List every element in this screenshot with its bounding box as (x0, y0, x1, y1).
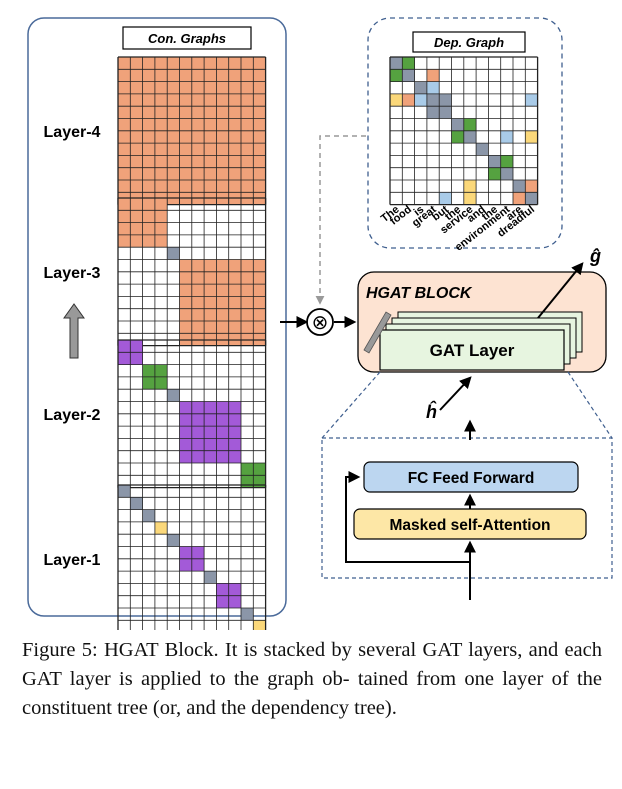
input-symbol: ĥ (426, 400, 437, 422)
figure-caption: Figure 5: HGAT Block. It is stacked by s… (22, 636, 602, 723)
dep-to-combine-connector (315, 135, 366, 305)
con-matrix-layer-4 (117, 56, 267, 206)
combine-operator-circle (306, 308, 334, 336)
con-block (167, 534, 180, 547)
layer-label: Layer-2 (44, 407, 101, 424)
con-block (142, 509, 155, 522)
gat-layer (379, 329, 565, 371)
dep-cell (402, 57, 415, 70)
dep-cell (500, 130, 513, 144)
dep-cell (463, 180, 477, 193)
dep-cell (439, 93, 452, 107)
masked-attention-label: Masked self-Attention (389, 517, 550, 534)
dep-cell (390, 69, 403, 82)
dep-cell (439, 192, 452, 205)
layer-label: Layer-4 (44, 124, 101, 141)
dep-cell (463, 192, 477, 205)
dep-cell (500, 155, 513, 168)
con-matrix-layer-3 (117, 197, 267, 347)
dep-cell (402, 93, 415, 107)
hgat-block-label: HGAT BLOCK (366, 285, 473, 302)
stack-direction-arrow (363, 311, 392, 354)
dep-cell (525, 93, 538, 107)
output-arrow (537, 262, 584, 319)
output-symbol: ĝ (589, 246, 601, 266)
dep-cell (426, 81, 440, 94)
dep-cell (525, 192, 538, 205)
dep-cell (390, 93, 403, 107)
dep-cell (451, 118, 464, 131)
dep-cell (476, 143, 489, 156)
con-block (154, 521, 168, 535)
con-matrix-layer-1 (117, 484, 267, 630)
fc-feed-forward-label: FC Feed Forward (408, 470, 535, 487)
fc-feed-forward-box (363, 461, 579, 493)
masked-attention-box (353, 508, 587, 540)
con-block (253, 620, 266, 630)
caption-line-2: layers, and each GAT layer is applied to… (22, 639, 603, 690)
con-graphs-title: Con. Graphs (148, 31, 226, 46)
caption-line-1: Figure 5: HGAT Block. It is stacked by s… (22, 639, 462, 661)
caption-line-3: tained from one layer of the constituent… (22, 668, 602, 719)
layer-label: Layer-1 (44, 552, 101, 569)
con-block (204, 571, 217, 584)
layer-up-arrow (63, 303, 85, 359)
combine-operator-symbol: ⊗ (312, 312, 329, 334)
dep-cell (488, 167, 501, 180)
dep-graph-title-box (412, 31, 526, 53)
con-block (241, 608, 254, 621)
encoder-detail-box (321, 437, 613, 579)
con-block (179, 401, 241, 463)
con-block (130, 497, 143, 510)
dep-cell (463, 130, 477, 144)
con-block (167, 389, 180, 402)
dep-cell (426, 93, 440, 107)
dep-graph-title: Dep. Graph (434, 35, 504, 50)
dep-cell (525, 130, 538, 144)
dep-cell (463, 118, 477, 131)
dep-cell (390, 57, 403, 70)
layer-label: Layer-3 (44, 265, 101, 282)
con-graphs-title-box (122, 26, 252, 50)
con-block (118, 485, 131, 498)
zoom-line-left (321, 371, 381, 439)
dep-cell (525, 180, 538, 193)
dep-cell (426, 106, 440, 119)
dep-cell (500, 167, 513, 180)
dep-cell (513, 192, 526, 205)
dep-cell (426, 69, 440, 82)
dep-cell (439, 106, 452, 119)
con-matrix-layer-2 (117, 339, 267, 489)
con-graph-matrices (117, 56, 267, 630)
dep-graph-matrix (389, 56, 539, 206)
dep-cell (414, 81, 427, 94)
gat-layer-label: GAT Layer (430, 341, 515, 360)
zoom-line-right (567, 371, 613, 439)
hgat-diagram: Con. Graphs Layer-4Layer-3Layer-2Layer-1… (27, 17, 613, 630)
caption-line-4: dependency tree). (251, 697, 397, 719)
con-block (167, 247, 180, 260)
con-block (179, 259, 266, 346)
dep-cell (488, 155, 501, 168)
dep-cell (451, 130, 464, 144)
residual-connection (345, 471, 470, 563)
dep-cell (414, 93, 427, 107)
dep-cell (513, 180, 526, 193)
input-arrow (439, 376, 472, 411)
dep-cell (402, 69, 415, 82)
